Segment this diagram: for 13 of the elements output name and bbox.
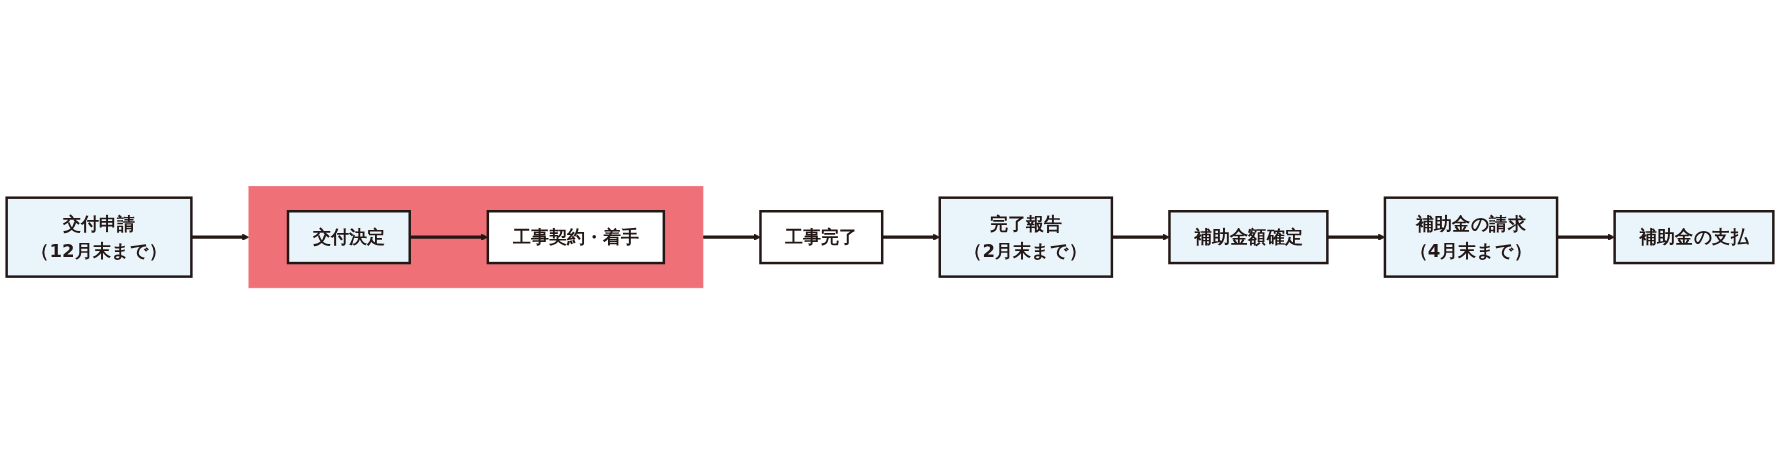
arrow — [1111, 233, 1170, 241]
arrow — [702, 233, 761, 241]
arrow — [1557, 233, 1615, 241]
node-box — [486, 209, 666, 265]
node-box — [1613, 209, 1775, 265]
node-box — [938, 196, 1114, 278]
node-box — [5, 196, 193, 278]
node-box — [1168, 209, 1329, 265]
node-box — [286, 209, 411, 265]
node-box — [1383, 196, 1559, 278]
arrow — [191, 233, 250, 241]
node-box — [759, 209, 884, 265]
cluster — [248, 186, 704, 288]
